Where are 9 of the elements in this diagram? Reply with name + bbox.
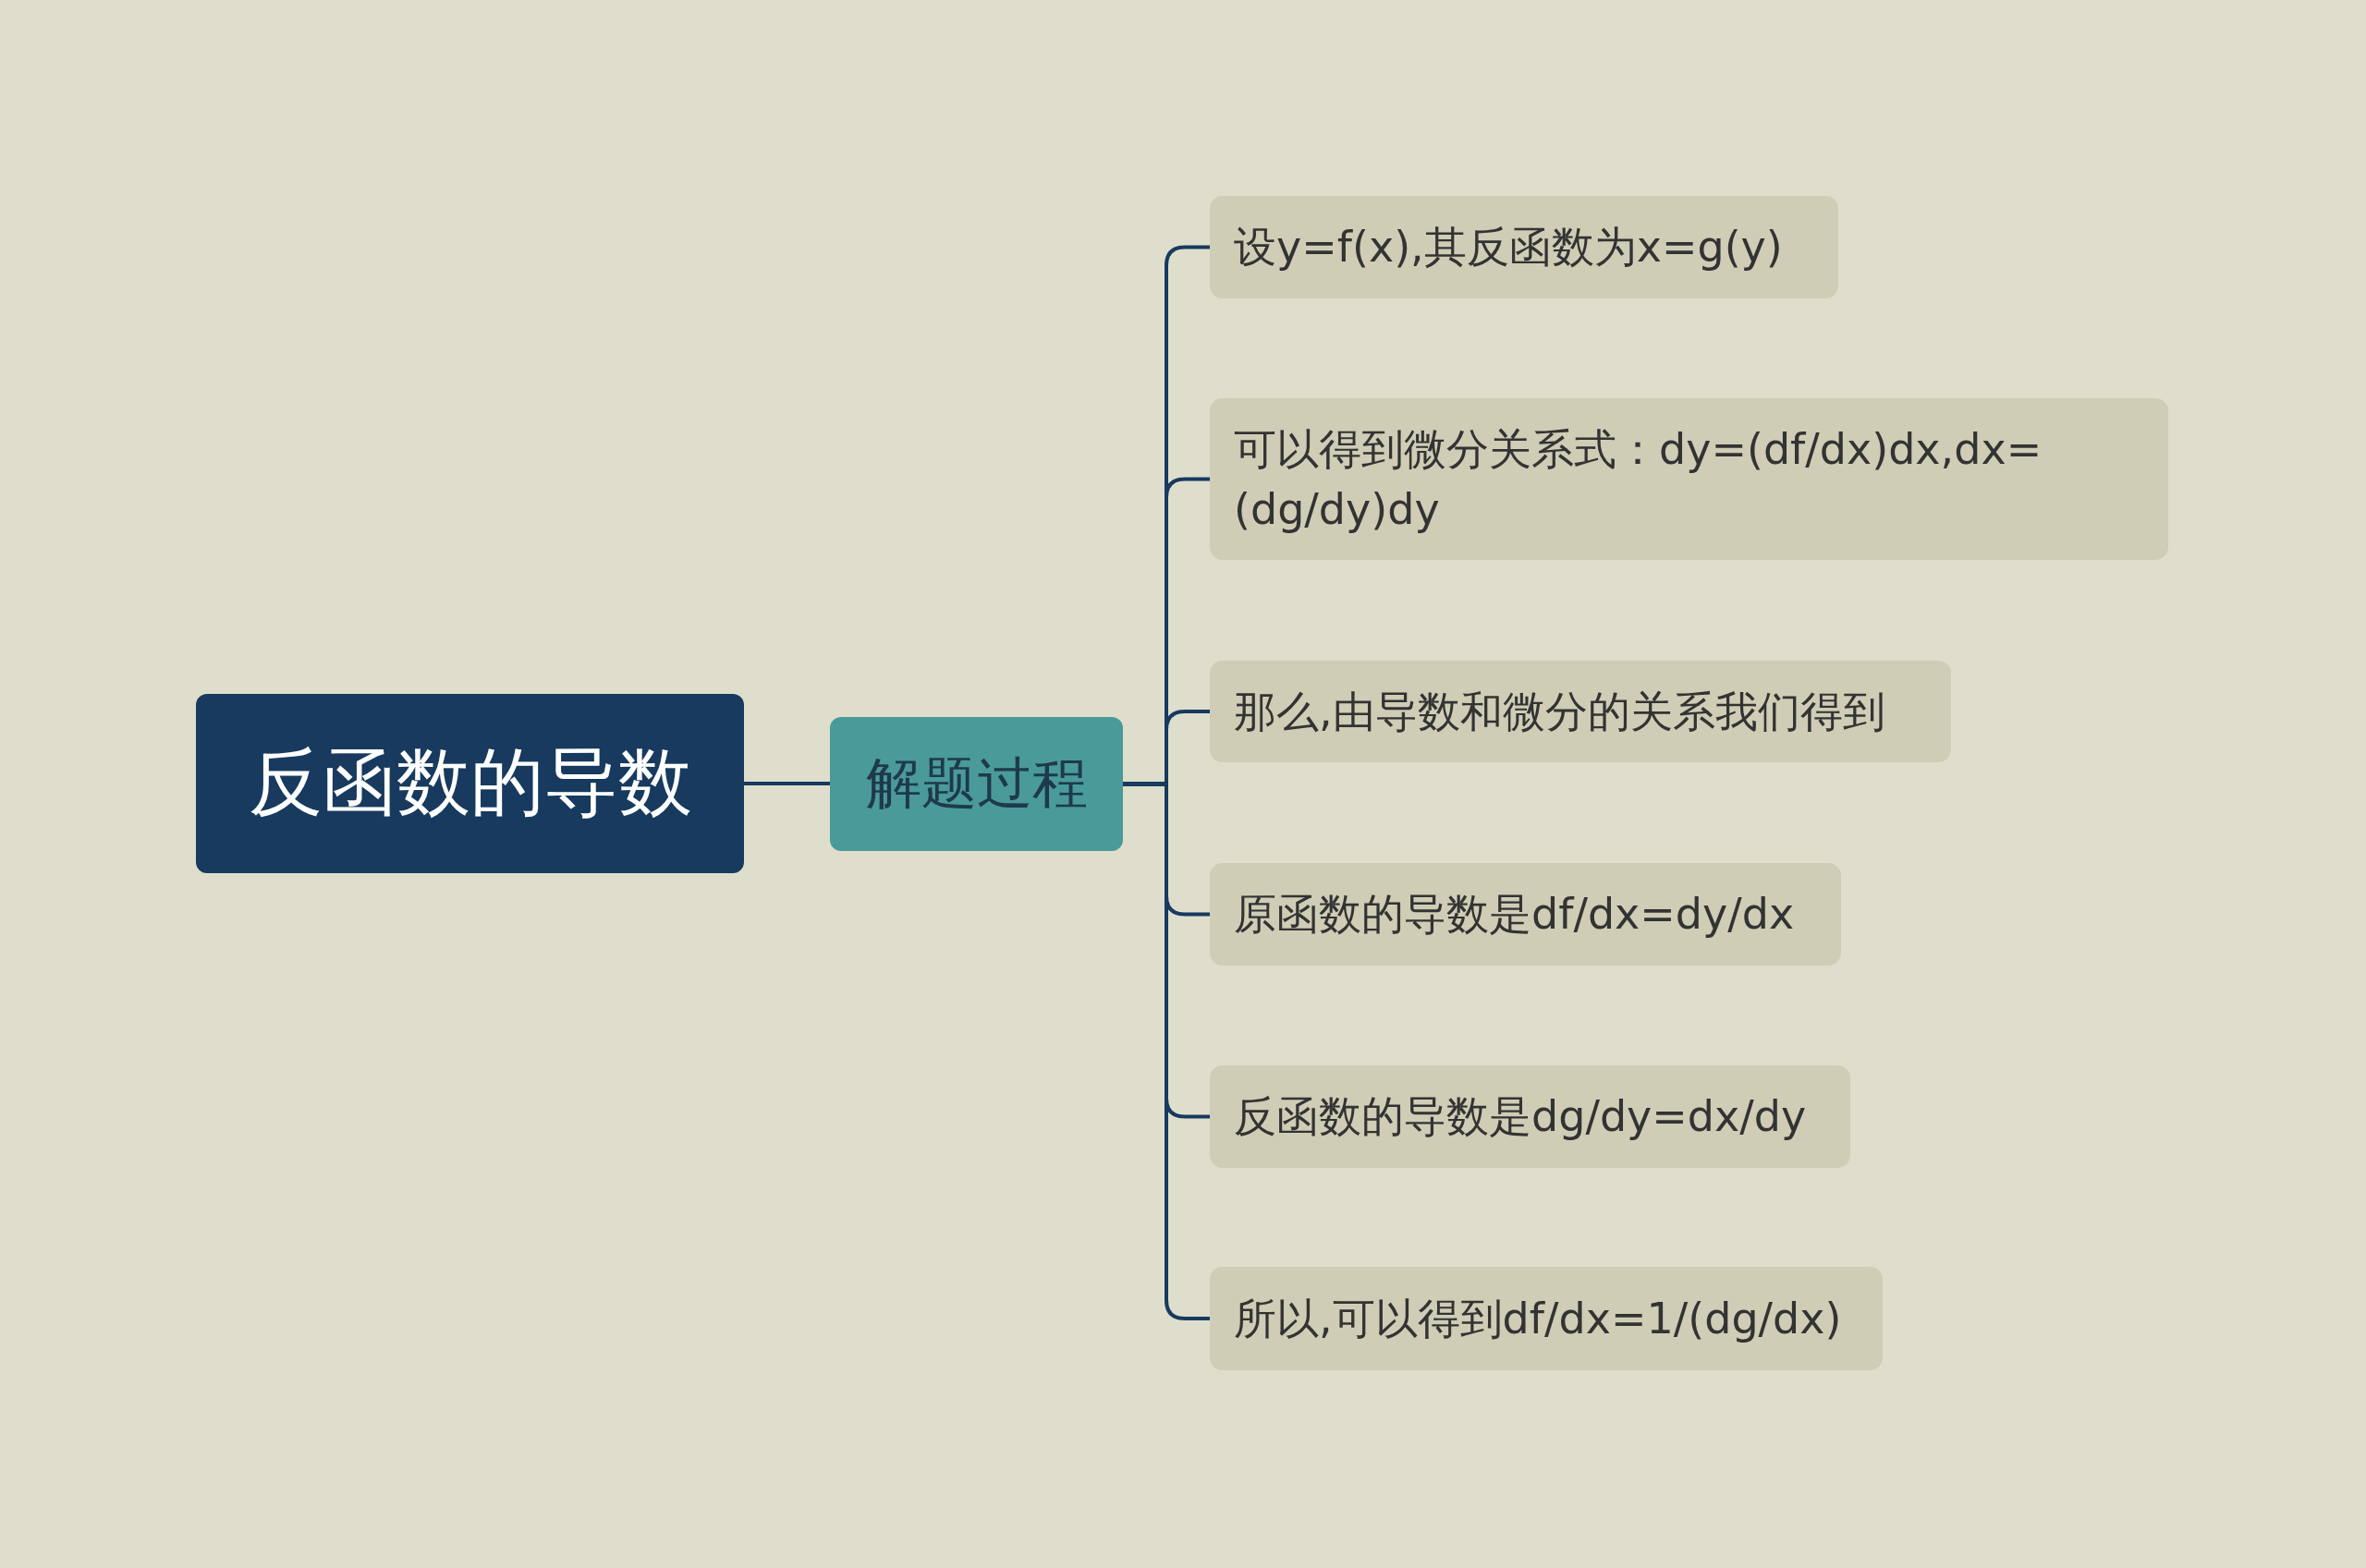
- subtopic-box: 设y=f(x),其反函数为x=g(y): [1210, 196, 1838, 298]
- subtopic-box: 原函数的导数是df/dx=dy/dx: [1210, 863, 1841, 966]
- root-topic-box: 反函数的导数: [196, 694, 744, 873]
- topic-box: 解题过程: [830, 717, 1123, 851]
- subtopic-box: 反函数的导数是dg/dy=dx/dy: [1210, 1065, 1850, 1168]
- connector-line: [744, 782, 830, 785]
- subtopic-box: 那么,由导数和微分的关系我们得到: [1210, 661, 1951, 762]
- subtopic-box: 所以,可以得到df/dx=1/(dg/dx): [1210, 1267, 1883, 1370]
- subtopic-box: 可以得到微分关系式：dy=(df/dx)dx,dx=(dg/dy)dy: [1210, 398, 2168, 560]
